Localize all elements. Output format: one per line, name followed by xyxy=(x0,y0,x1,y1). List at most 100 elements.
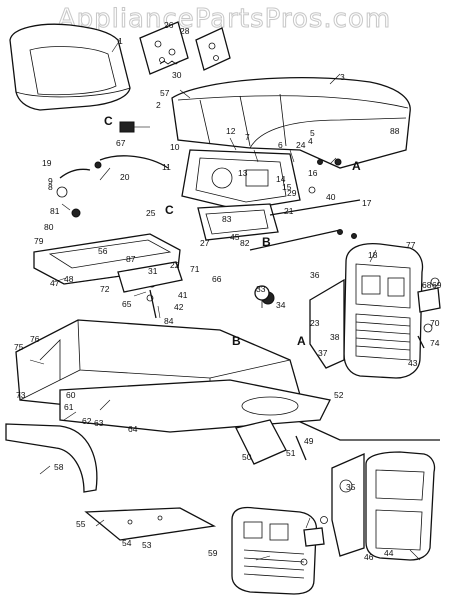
callout-37: 37 xyxy=(318,348,328,358)
callout-77: 77 xyxy=(406,240,416,250)
section-letter-c-top: C xyxy=(104,114,113,128)
callout-42: 42 xyxy=(174,302,184,312)
callout-26: 26 xyxy=(164,20,174,30)
battery-tray[interactable] xyxy=(197,203,279,241)
callout-62: 62 xyxy=(82,416,92,426)
headlight-68[interactable] xyxy=(417,277,441,349)
callout-50: 50 xyxy=(242,452,252,462)
key-switch[interactable] xyxy=(119,121,150,133)
callout-64: 64 xyxy=(128,424,138,434)
callout-1: 1 xyxy=(118,36,123,46)
callout-2: 2 xyxy=(156,100,161,110)
lower-headlight[interactable] xyxy=(300,516,328,566)
floor-pan[interactable] xyxy=(59,379,331,433)
callout-82: 82 xyxy=(240,238,250,248)
callout-73: 73 xyxy=(16,390,26,400)
callout-16: 16 xyxy=(308,168,318,178)
callout-56: 56 xyxy=(98,246,108,256)
seat-part[interactable] xyxy=(9,23,131,111)
callout-49: 49 xyxy=(304,436,314,446)
seat-bracket-right[interactable] xyxy=(195,27,231,71)
callout-20: 20 xyxy=(120,172,130,182)
callout-30: 30 xyxy=(172,70,182,80)
callout-9: 9 xyxy=(48,176,53,186)
callout-33: 33 xyxy=(256,284,266,294)
callout-5: 5 xyxy=(310,128,315,138)
callout-68: 68 xyxy=(422,280,432,290)
callout-48: 48 xyxy=(64,274,74,284)
callout-79: 79 xyxy=(34,236,44,246)
callout-14: 14 xyxy=(276,174,286,184)
section-letter-b-top: B xyxy=(262,235,271,249)
callout-34: 34 xyxy=(276,300,286,310)
callout-35: 35 xyxy=(346,482,356,492)
callout-47: 47 xyxy=(50,278,60,288)
callout-70: 70 xyxy=(430,318,440,328)
callout-23: 23 xyxy=(310,318,320,328)
callout-83: 83 xyxy=(222,214,232,224)
callout-18: 18 xyxy=(368,250,378,260)
callout-76: 76 xyxy=(30,334,40,344)
callout-38: 38 xyxy=(330,332,340,342)
callout-59: 59 xyxy=(208,548,218,558)
watermark: AppliancePartsPros.com xyxy=(57,4,392,35)
callout-8: 8 xyxy=(48,182,53,192)
callout-84: 84 xyxy=(164,316,174,326)
callout-43: 43 xyxy=(408,358,418,368)
rear-bracket[interactable] xyxy=(235,419,307,465)
callout-17: 17 xyxy=(362,198,372,208)
callout-22: 22 xyxy=(170,260,180,270)
callout-29: 29 xyxy=(287,188,297,198)
callout-28: 28 xyxy=(180,26,190,36)
callout-75: 75 xyxy=(14,342,24,352)
callout-74: 74 xyxy=(430,338,440,348)
callout-87: 87 xyxy=(126,254,136,264)
control-rods[interactable] xyxy=(249,199,440,441)
rear-side-panel[interactable] xyxy=(331,453,365,557)
rear-housing-44[interactable] xyxy=(365,451,436,561)
callout-10: 10 xyxy=(170,142,180,152)
callout-7: 7 xyxy=(245,132,250,142)
fender-58[interactable] xyxy=(5,423,98,493)
callout-55: 55 xyxy=(76,519,86,529)
callout-61: 61 xyxy=(64,402,74,412)
section-letter-a-mid: A xyxy=(297,334,306,348)
callout-11: 11 xyxy=(162,162,171,172)
callout-51: 51 xyxy=(286,448,296,458)
callout-44: 44 xyxy=(384,548,394,558)
section-letter-c-mid: C xyxy=(165,203,174,217)
bulb-33[interactable] xyxy=(254,285,270,308)
hood-part[interactable] xyxy=(171,77,411,169)
callout-46: 46 xyxy=(364,552,374,562)
grille-assembly-59[interactable] xyxy=(231,506,318,595)
callout-57: 57 xyxy=(160,88,170,98)
callout-52: 52 xyxy=(334,390,344,400)
callout-65: 65 xyxy=(122,299,132,309)
grille-side-panel-37[interactable] xyxy=(309,278,345,369)
callout-67: 67 xyxy=(116,138,126,148)
spring-30[interactable] xyxy=(159,60,181,65)
callout-15: 15 xyxy=(282,182,292,192)
callout-66: 66 xyxy=(212,274,222,284)
grille-housing-77[interactable] xyxy=(343,242,424,379)
callout-58: 58 xyxy=(54,462,64,472)
callout-53: 53 xyxy=(142,540,152,550)
callout-41: 41 xyxy=(178,290,188,300)
callout-27: 27 xyxy=(200,238,210,248)
callout-4: 4 xyxy=(308,136,313,146)
cable-20[interactable] xyxy=(59,155,169,179)
callout-19: 19 xyxy=(42,158,52,168)
seat-bracket-left[interactable] xyxy=(139,21,189,75)
footrest-53[interactable] xyxy=(84,507,217,541)
callout-13: 13 xyxy=(238,168,248,178)
callout-72: 72 xyxy=(100,284,110,294)
callout-25: 25 xyxy=(146,208,156,218)
section-letter-b-mid: B xyxy=(232,334,241,348)
callout-54: 54 xyxy=(122,538,132,548)
pedal-bracket[interactable] xyxy=(117,261,183,319)
callout-69: 69 xyxy=(432,280,442,290)
callout-21: 21 xyxy=(284,206,294,216)
callout-81: 81 xyxy=(50,206,60,216)
callout-3: 3 xyxy=(340,72,345,82)
